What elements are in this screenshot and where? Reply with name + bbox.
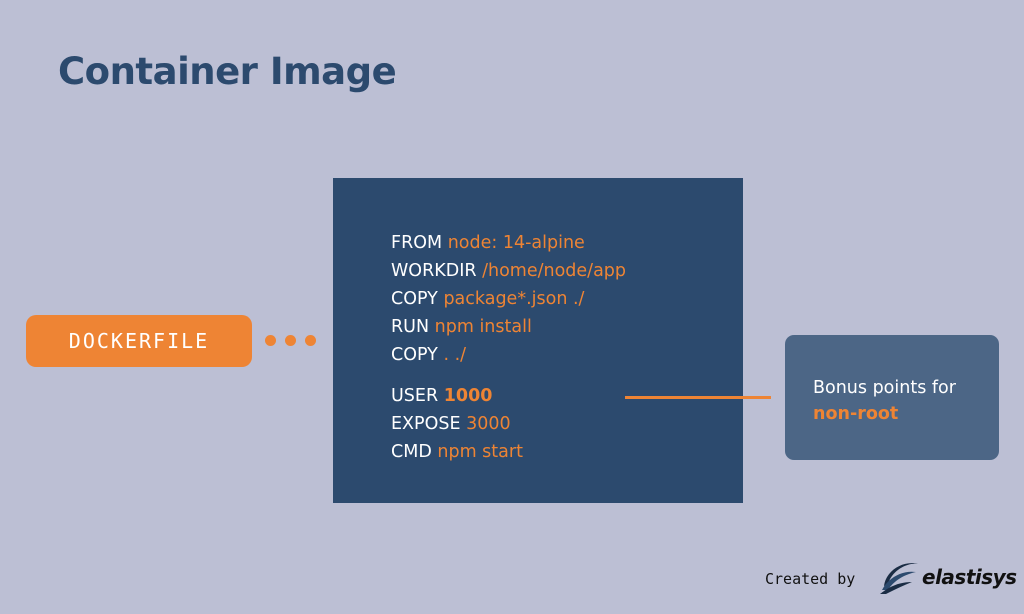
code-line: EXPOSE 3000 <box>391 414 511 434</box>
instruction-keyword: FROM <box>391 233 443 253</box>
code-line: CMD npm start <box>391 442 523 462</box>
brand-name: elastisys <box>922 565 1017 589</box>
instruction-keyword: WORKDIR <box>391 261 477 281</box>
connector-dot <box>265 335 276 346</box>
instruction-argument: 3000 <box>466 414 511 434</box>
instruction-keyword: EXPOSE <box>391 414 461 434</box>
instruction-keyword: USER <box>391 386 439 406</box>
connector-dot <box>285 335 296 346</box>
instruction-keyword: CMD <box>391 442 432 462</box>
dockerfile-code-panel: FROM node: 14-alpine WORKDIR /home/node/… <box>333 178 743 503</box>
instruction-argument: npm install <box>434 317 532 337</box>
instruction-argument: /home/node/app <box>482 261 627 281</box>
instruction-argument: node: 14-alpine <box>447 233 585 253</box>
code-line: RUN npm install <box>391 317 532 337</box>
credit-prefix: Created by <box>765 570 856 588</box>
code-line: WORKDIR /home/node/app <box>391 261 626 281</box>
callout-highlight: non-root <box>813 404 899 424</box>
code-line: COPY . ./ <box>391 345 466 365</box>
code-line-user: USER 1000 <box>391 386 492 406</box>
code-line: COPY package*.json ./ <box>391 289 584 309</box>
user-id-value: 1000 <box>443 386 493 406</box>
callout-text: Bonus points for <box>813 378 956 398</box>
instruction-keyword: COPY <box>391 345 438 365</box>
dockerfile-label: DOCKERFILE <box>68 329 210 353</box>
instruction-keyword: COPY <box>391 289 438 309</box>
instruction-argument: . ./ <box>443 345 467 365</box>
dockerfile-pill: DOCKERFILE <box>26 315 252 367</box>
logo-icon <box>880 563 918 594</box>
page-title: Container Image <box>58 50 397 93</box>
connector-dot <box>305 335 316 346</box>
instruction-argument: package*.json ./ <box>443 289 585 309</box>
instruction-keyword: RUN <box>391 317 430 337</box>
bonus-callout: Bonus points for non-root <box>785 335 999 460</box>
callout-connector <box>625 396 771 399</box>
instruction-argument: npm start <box>437 442 523 462</box>
code-line: FROM node: 14-alpine <box>391 233 585 253</box>
callout-text-block: Bonus points for non-root <box>813 375 956 427</box>
